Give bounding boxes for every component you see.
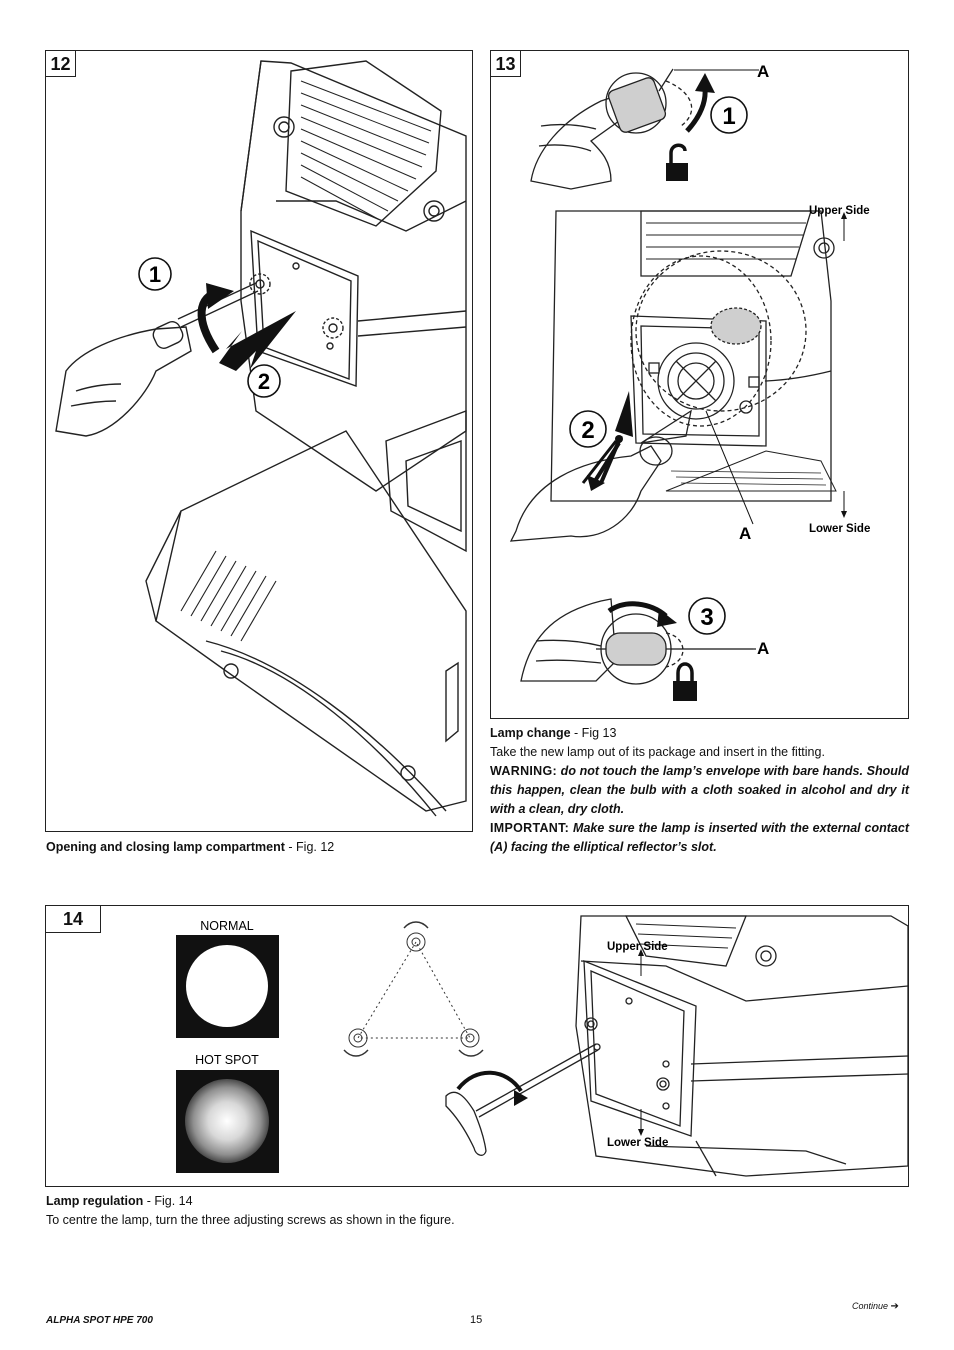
figure-13-caption-title: Lamp change	[490, 726, 571, 740]
fig14-upper-side-label: Upper Side	[607, 941, 668, 953]
figure-13-important: IMPORTANT: Make sure the lamp is inserte…	[490, 819, 909, 857]
fig13-label-a-middle: A	[739, 524, 751, 543]
padlock-open-icon	[666, 143, 688, 181]
figure-13-number: 13	[491, 51, 521, 77]
figure-14-caption-title: Lamp regulation	[46, 1194, 144, 1208]
footer-page-number: 15	[470, 1314, 483, 1326]
figure-13-caption-ref: - Fig 13	[570, 726, 617, 740]
fig13-step-3-label: 3	[700, 604, 713, 631]
figure-13-panel: 1 2 3 A A A Upper Side Lower Side 13	[490, 50, 909, 719]
warning-text: do not touch the lamp’s envelope with ba…	[490, 764, 909, 816]
figure-14-caption: Lamp regulation - Fig. 14 To centre the …	[46, 1192, 909, 1230]
normal-label: NORMAL	[200, 919, 254, 933]
hotspot-label: HOT SPOT	[195, 1053, 259, 1067]
figure-13-caption-line1: Take the new lamp out of its package and…	[490, 745, 825, 759]
figure-13-caption: Lamp change - Fig 13 Take the new lamp o…	[490, 724, 909, 857]
fig13-step-2-label: 2	[581, 417, 594, 444]
figure-12-caption-ref: - Fig. 12	[284, 840, 335, 854]
figure-12-panel: 1 2 12	[45, 50, 473, 832]
figure-14-caption-heading: Lamp regulation - Fig. 14	[46, 1192, 909, 1211]
padlock-closed-icon	[673, 662, 697, 701]
fig12-step-2-label: 2	[258, 369, 270, 394]
normal-beam-circle	[186, 945, 268, 1027]
figure-14-number: 14	[46, 906, 101, 933]
important-text: Make sure the lamp is inserted with the …	[490, 821, 909, 854]
fig13-upper-side-label: Upper Side	[809, 205, 870, 217]
fig13-lower-side-label: Lower Side	[809, 523, 870, 535]
footer-continue[interactable]: Continue ➔	[852, 1301, 899, 1312]
figure-12-illustration: 1 2	[55, 60, 467, 817]
figure-14-illustration: NORMAL HOT SPOT	[176, 915, 908, 1177]
figure-12-caption: Opening and closing lamp compartment - F…	[46, 838, 334, 857]
figure-14-panel: NORMAL HOT SPOT	[45, 905, 909, 1187]
warning-label: WARNING:	[490, 764, 557, 778]
important-label: IMPORTANT:	[490, 821, 570, 835]
continue-arrow-icon: ➔	[890, 1301, 899, 1312]
continue-label: Continue	[852, 1301, 889, 1311]
fig13-label-a-top: A	[757, 62, 769, 81]
figure-12-number: 12	[46, 51, 76, 77]
fig12-step-1-label: 1	[149, 262, 161, 287]
figure-14-caption-ref: - Fig. 14	[143, 1194, 193, 1208]
fig13-label-a-bottom: A	[757, 639, 769, 658]
fig14-lower-side-label: Lower Side	[607, 1137, 668, 1149]
figure-13-illustration: 1 2 3 A A A Upper Side Lower Side	[509, 62, 870, 701]
figure-13-caption-heading: Lamp change - Fig 13	[490, 724, 909, 743]
figure-12-caption-title: Opening and closing lamp compartment	[46, 840, 285, 854]
figure-13-warning: WARNING: do not touch the lamp’s envelop…	[490, 762, 909, 819]
hotspot-beam-circle	[185, 1079, 269, 1163]
fig13-step-1-label: 1	[722, 103, 735, 130]
figure-14-caption-line1: To centre the lamp, turn the three adjus…	[46, 1213, 455, 1227]
footer-product-name: ALPHA SPOT HPE 700	[46, 1315, 153, 1326]
